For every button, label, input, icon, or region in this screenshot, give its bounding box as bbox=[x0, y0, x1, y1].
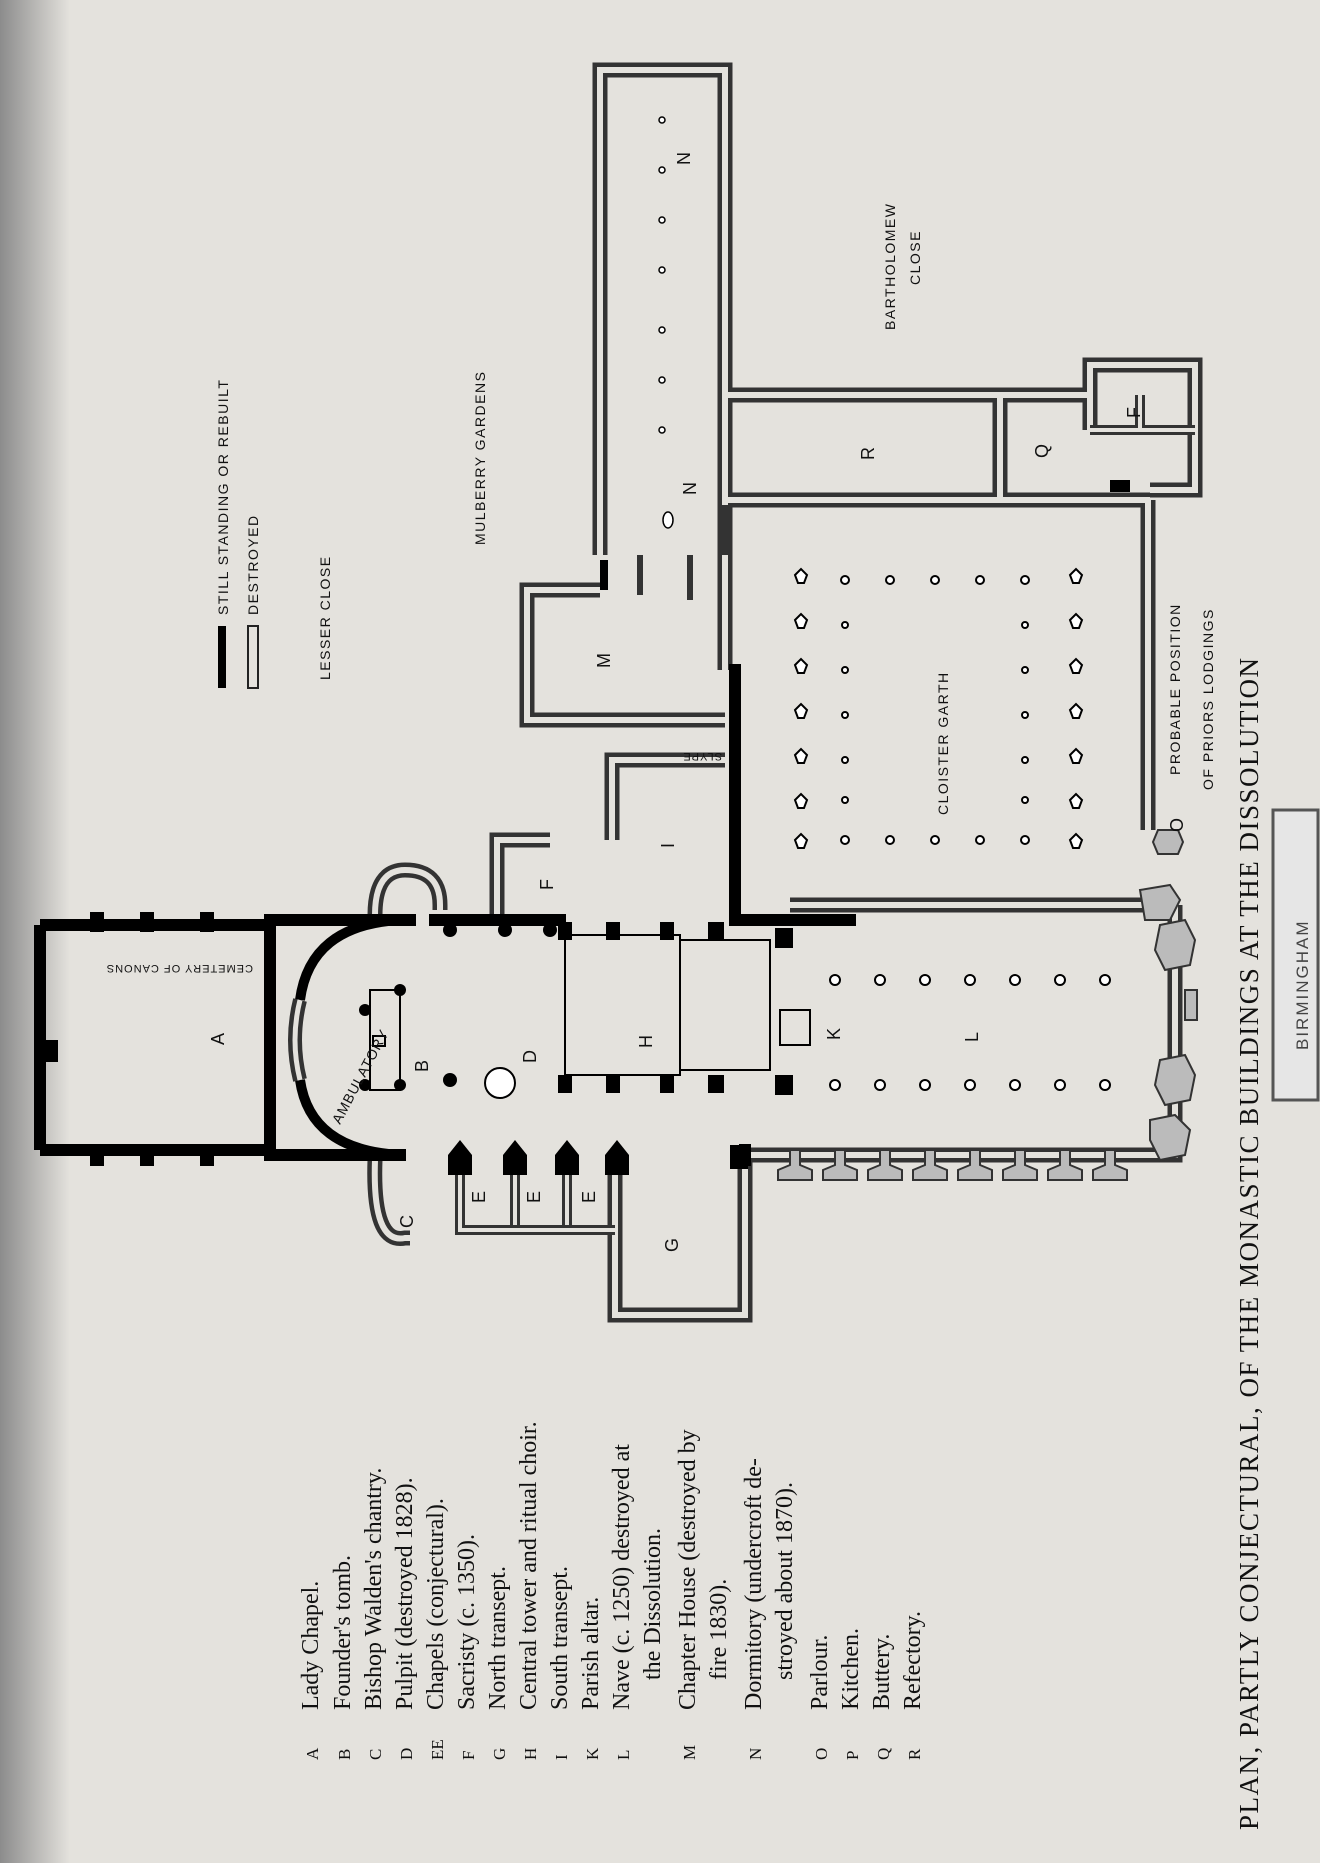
key-code-b: B bbox=[335, 1749, 354, 1760]
key-text-n-cont: stroyed about 1870). bbox=[772, 1482, 798, 1680]
letter-h: H bbox=[636, 1035, 656, 1048]
letter-q: Q bbox=[1032, 444, 1052, 458]
letter-r: R bbox=[858, 447, 878, 460]
key-text-b: Founder's tomb. bbox=[330, 1555, 356, 1710]
slype-label: SLYPE bbox=[682, 750, 722, 762]
legend-standing-swatch bbox=[218, 626, 226, 688]
key-code-m: M bbox=[680, 1745, 699, 1760]
key-code-p: P bbox=[843, 1751, 862, 1760]
close-label: CLOSE bbox=[907, 230, 923, 285]
mulberry-gardens-label: MULBERRY GARDENS bbox=[472, 371, 488, 545]
cloister-garth-label: CLOISTER GARTH bbox=[935, 671, 951, 815]
bartholomew-label: BARTHOLOMEW bbox=[882, 203, 898, 330]
cemetery-label: CEMETERY OF CANONS bbox=[106, 962, 253, 974]
letter-o: O bbox=[1167, 818, 1187, 832]
key-text-h: Central tower and ritual choir. bbox=[516, 1421, 542, 1710]
key-code-l: L bbox=[614, 1750, 633, 1760]
key-text-r: Refectory. bbox=[900, 1611, 926, 1710]
letter-a: A bbox=[208, 1033, 228, 1045]
legend-destroyed-label: DESTROYED bbox=[245, 514, 261, 615]
letter-e-3: E bbox=[579, 1191, 599, 1203]
key-text-i: South transept. bbox=[547, 1566, 573, 1710]
key-code-r: R bbox=[905, 1748, 924, 1760]
library-stamp bbox=[1271, 808, 1320, 1102]
ambulatory-label: AMBULATORY bbox=[329, 1026, 392, 1126]
key-code-f: F bbox=[459, 1751, 478, 1760]
letter-e-1: E bbox=[469, 1191, 489, 1203]
key-text-o: Parlour. bbox=[807, 1635, 833, 1710]
letter-n-2: N bbox=[680, 482, 700, 495]
key-code-q: Q bbox=[874, 1748, 893, 1760]
letter-e-2: E bbox=[524, 1191, 544, 1203]
pulpit-symbol bbox=[484, 1067, 516, 1099]
priors-lodgings-label: OF PRIORS LODGINGS bbox=[1200, 608, 1216, 790]
letter-k: K bbox=[824, 1028, 844, 1040]
letter-i: I bbox=[658, 843, 678, 848]
key-text-d: Pulpit (destroyed 1828). bbox=[392, 1477, 418, 1710]
legend-destroyed-swatch bbox=[247, 625, 259, 689]
key-code-o: O bbox=[812, 1748, 831, 1760]
key-text-n: Dormitory (undercroft de- bbox=[741, 1458, 767, 1710]
letter-g: G bbox=[662, 1238, 682, 1252]
south-transept-walls bbox=[604, 752, 725, 840]
chapter-house-walls bbox=[519, 582, 725, 728]
key-text-m-cont: fire 1830). bbox=[706, 1579, 732, 1680]
plan-key: A Lady Chapel. B Founder's tomb. C Bisho… bbox=[298, 1421, 926, 1760]
key-text-l: Nave (c. 1250) destroyed at bbox=[609, 1444, 635, 1710]
letter-m: M bbox=[594, 653, 614, 668]
key-text-c: Bishop Walden's chantry. bbox=[361, 1468, 387, 1710]
west-front bbox=[1138, 883, 1198, 1162]
key-code-d: D bbox=[397, 1748, 416, 1760]
key-code-g: G bbox=[490, 1748, 509, 1760]
legend-standing-label: STILL STANDING OR REBUILT bbox=[215, 379, 231, 615]
lady-chapel-walls bbox=[264, 914, 406, 1161]
lesser-close-label: LESSER CLOSE bbox=[317, 555, 333, 680]
key-text-m: Chapter House (destroyed by bbox=[675, 1429, 701, 1710]
probable-position-label: PROBABLE POSITION bbox=[1167, 603, 1183, 775]
key-code-h: H bbox=[521, 1748, 540, 1760]
key-text-f: Sacristy (c. 1350). bbox=[454, 1534, 480, 1710]
key-code-k: K bbox=[583, 1747, 602, 1760]
key-text-p: Kitchen. bbox=[838, 1628, 864, 1710]
plan-caption: PLAN, PARTLY CONJECTURAL, OF THE MONASTI… bbox=[1234, 657, 1264, 1831]
key-code-c: C bbox=[366, 1749, 385, 1760]
key-text-ee: Chapels (conjectural). bbox=[423, 1498, 449, 1710]
stamp-label: BIRMINGHAM bbox=[1293, 920, 1312, 1051]
letter-c: C bbox=[397, 1215, 417, 1228]
slype-wall bbox=[729, 664, 856, 926]
key-code-n: N bbox=[746, 1748, 765, 1760]
destroyed-walls bbox=[367, 62, 1203, 1323]
letter-n-1: N bbox=[674, 152, 694, 165]
dormitory-walls bbox=[592, 62, 733, 555]
letter-f-sacristy: F bbox=[537, 879, 557, 890]
letter-l: L bbox=[962, 1032, 982, 1042]
key-text-l-cont: the Dissolution. bbox=[640, 1528, 666, 1680]
key-text-g: North transept. bbox=[485, 1566, 511, 1710]
key-text-q: Buttery. bbox=[869, 1634, 895, 1710]
letter-f-kitchen: F bbox=[1124, 407, 1144, 418]
key-text-k: Parish altar. bbox=[578, 1597, 604, 1710]
dormitory-piers bbox=[658, 116, 674, 529]
key-code-ee: EE bbox=[428, 1739, 447, 1760]
cloister-piers bbox=[793, 567, 1084, 849]
letter-b: B bbox=[412, 1060, 432, 1072]
north-transept-walls bbox=[607, 1155, 753, 1323]
key-text-a: Lady Chapel. bbox=[298, 1581, 324, 1710]
letter-d: D bbox=[520, 1050, 540, 1063]
nave-piers bbox=[829, 974, 1111, 1091]
key-code-a: A bbox=[303, 1747, 322, 1760]
key-code-i: I bbox=[552, 1754, 571, 1760]
